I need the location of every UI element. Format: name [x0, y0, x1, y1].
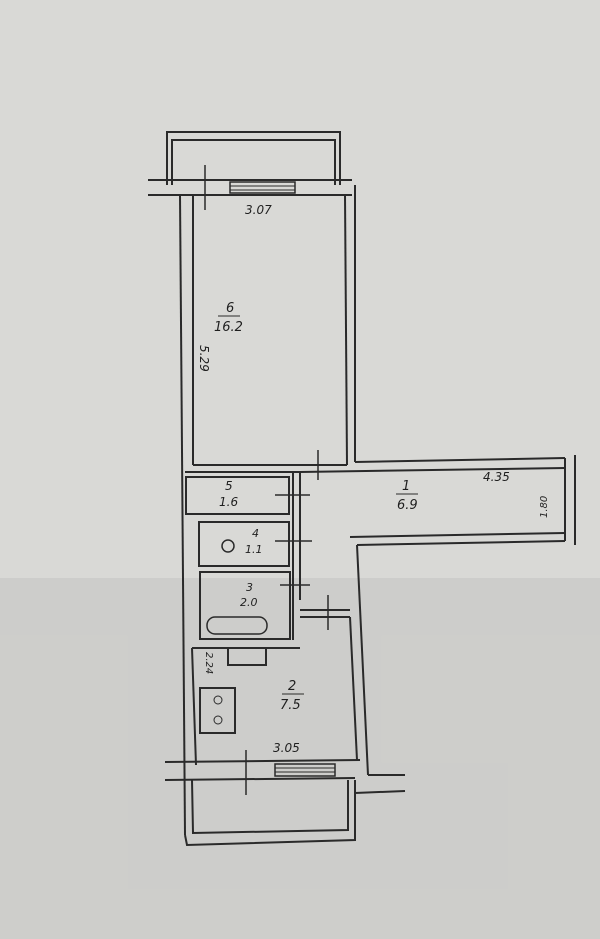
- room-4-area: 1.1: [245, 543, 263, 556]
- toilet-icon: [221, 539, 235, 553]
- room-5-number: 5: [225, 479, 233, 493]
- top-balcony: [166, 131, 341, 185]
- room-1-hall: [299, 450, 576, 546]
- stove-icon: [199, 687, 236, 734]
- paper-fold-shade: [0, 578, 600, 939]
- dim-hall-width: 1.80: [539, 496, 550, 518]
- room-4: [198, 521, 312, 567]
- room-5: [185, 472, 310, 640]
- bathtub-icon: [206, 616, 268, 635]
- room-2-area: 7.5: [280, 698, 301, 713]
- room-2-number: 2: [288, 679, 296, 694]
- room-3-area: 2.0: [240, 596, 258, 609]
- room-1-area: 6.9: [397, 498, 418, 513]
- room-6-area: 16.2: [214, 320, 243, 335]
- room-5-area: 1.6: [219, 495, 238, 509]
- room-6: [179, 185, 356, 836]
- room-1-number: 1: [402, 479, 410, 494]
- bottom-balcony: [184, 779, 356, 847]
- dim-kitchen-width: 3.05: [273, 741, 300, 755]
- room-3: [199, 571, 350, 640]
- room-4-number: 4: [252, 527, 259, 540]
- top-wall-window: [148, 165, 352, 210]
- dim-room6-width: 3.07: [245, 203, 272, 217]
- room-2-kitchen: [164, 544, 406, 795]
- dim-kitchen-length: 2.24: [203, 652, 214, 674]
- dim-room6-length: 5.29: [197, 345, 211, 372]
- room-6-number: 6: [226, 301, 234, 316]
- room-3-number: 3: [246, 581, 253, 594]
- sink-icon: [227, 647, 267, 666]
- dim-hall-length: 4.35: [483, 470, 510, 484]
